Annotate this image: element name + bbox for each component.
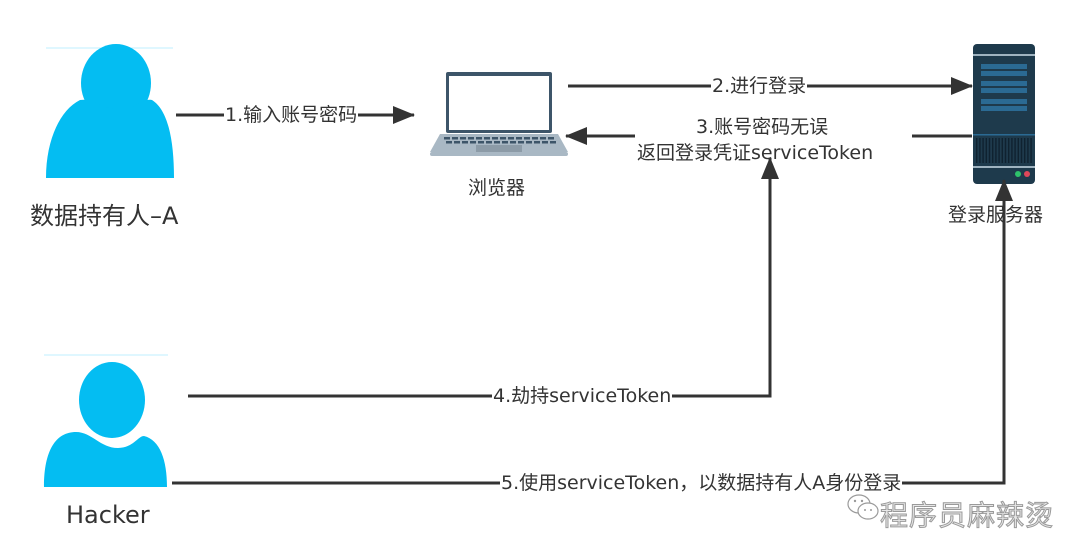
laptop-key <box>476 137 482 140</box>
server-vent <box>1008 138 1010 163</box>
laptop-key <box>502 141 508 144</box>
laptop-key <box>550 141 556 144</box>
server-vent <box>1020 138 1023 163</box>
hacker-label: Hacker <box>66 501 150 529</box>
laptop-key <box>468 137 474 140</box>
laptop-key <box>516 137 522 140</box>
laptop-key <box>454 141 460 144</box>
laptop-key <box>500 137 506 140</box>
wechat-icon <box>847 494 879 520</box>
edge-step2-label: 2.进行登录 <box>711 75 808 97</box>
laptop-key <box>478 141 484 144</box>
server-vent <box>992 138 994 163</box>
server-vent <box>1030 138 1032 163</box>
user-a-person-icon <box>46 44 174 178</box>
laptop-key <box>492 137 498 140</box>
laptop-key <box>494 141 500 144</box>
server-vent <box>1011 138 1013 163</box>
server-vent <box>976 138 978 163</box>
laptop-key <box>542 141 548 144</box>
laptop-key <box>462 141 468 144</box>
hacker-person-icon <box>44 354 168 487</box>
server-vent <box>1024 138 1026 163</box>
server-label: 登录服务器 <box>948 204 1044 226</box>
server-vent <box>998 138 1000 163</box>
laptop-key <box>460 137 466 140</box>
browser-label: 浏览器 <box>468 177 526 199</box>
laptop-key <box>526 141 532 144</box>
server-vent <box>1017 138 1019 163</box>
edge-step3-label-line1: 3.账号密码无误 <box>695 116 830 138</box>
laptop-key <box>444 137 450 140</box>
laptop-key <box>510 141 516 144</box>
edge-step1-label: 1.输入账号密码 <box>224 104 359 126</box>
server-vent <box>988 138 991 163</box>
user-a-label: 数据持有人–A <box>30 202 179 230</box>
edge-step4-line <box>188 157 779 398</box>
edge-step3-label-line2: 返回登录凭证serviceToken <box>637 142 874 164</box>
laptop-key <box>486 141 492 144</box>
server-vent <box>1014 138 1016 163</box>
edge-step5-line <box>172 179 1013 485</box>
laptop-key <box>508 137 514 140</box>
server-vent <box>979 138 981 163</box>
laptop-key <box>452 137 458 140</box>
laptop-key <box>548 137 554 140</box>
laptop-key <box>532 137 538 140</box>
laptop-key <box>518 141 524 144</box>
edge-step4-label: 4.劫持serviceToken <box>492 385 673 407</box>
server-icon <box>973 44 1035 184</box>
server-vent <box>985 138 987 163</box>
server-vent <box>1027 138 1029 163</box>
server-vent <box>1004 138 1007 163</box>
server-vent <box>1001 138 1003 163</box>
laptop-key <box>540 137 546 140</box>
laptop-key <box>470 141 476 144</box>
laptop-key <box>484 137 490 140</box>
laptop-key <box>524 137 530 140</box>
watermark-text: 程序员麻辣烫 <box>879 499 1055 533</box>
server-vent <box>995 138 997 163</box>
laptop-icon <box>430 72 568 156</box>
edge-step5-label: 5.使用serviceToken，以数据持有人A身份登录 <box>500 472 903 494</box>
laptop-key <box>534 141 540 144</box>
server-vent <box>982 138 984 163</box>
laptop-key <box>446 141 452 144</box>
